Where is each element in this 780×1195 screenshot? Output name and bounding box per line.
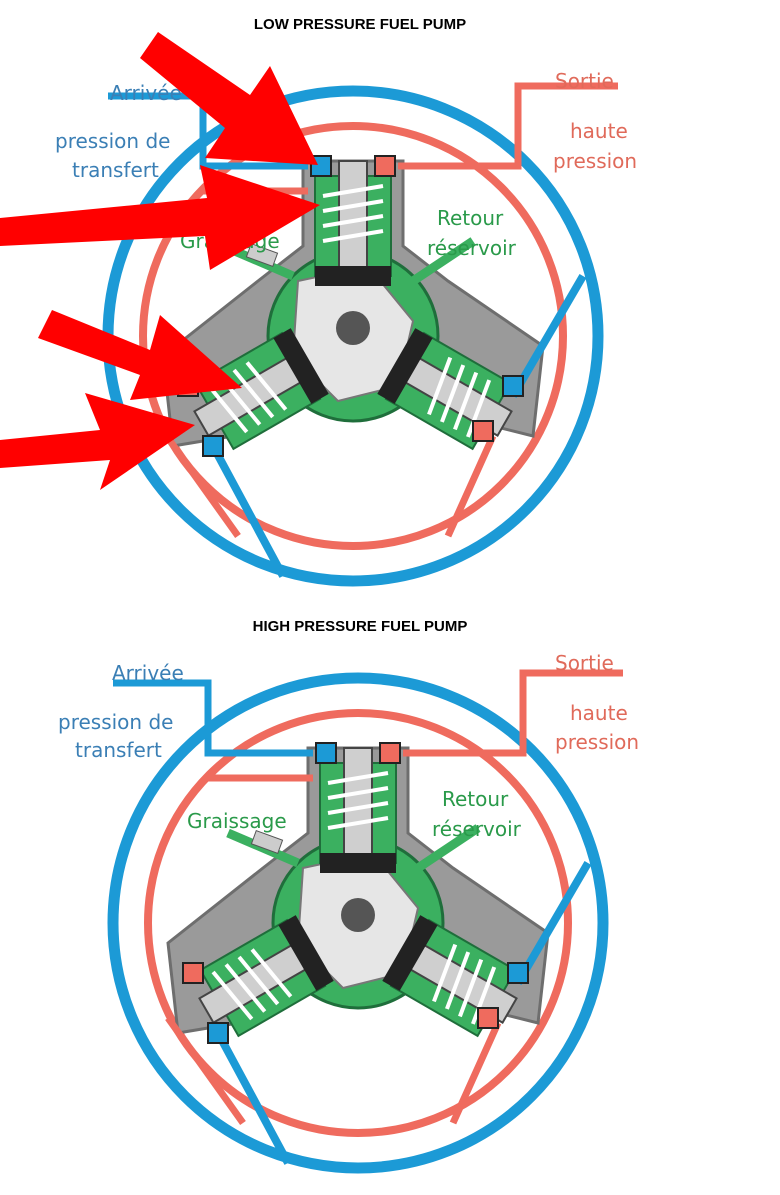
annotation-arrow-4 — [0, 393, 195, 490]
label-lube-high: Graissage — [187, 809, 287, 833]
label-outlet-high: Sortie — [555, 651, 614, 675]
low-pressure-pump — [108, 86, 618, 581]
annotation-arrows — [0, 32, 320, 490]
label-outlet-low: Sortie — [555, 69, 614, 93]
label-inlet-high: Arrivée — [112, 661, 184, 685]
label-transfer1-low: pression de — [55, 129, 170, 153]
label-high2-high: pression — [555, 730, 639, 754]
label-transfer1-high: pression de — [58, 710, 173, 734]
label-inlet-low: Arrivée — [110, 81, 182, 105]
label-high1-low: haute — [570, 119, 628, 143]
label-return1-low: Retour — [437, 206, 504, 230]
label-return2-low: réservoir — [427, 236, 517, 260]
annotation-arrow-3 — [38, 310, 242, 400]
annotation-arrow-2 — [0, 165, 320, 270]
high-pressure-pump — [113, 673, 623, 1168]
diagram-title-low: LOW PRESSURE FUEL PUMP — [253, 16, 467, 33]
annotation-arrow-1 — [140, 32, 318, 165]
label-transfer2-low: transfert — [72, 158, 159, 182]
label-high1-high: haute — [570, 701, 628, 725]
label-transfer2-high: transfert — [75, 738, 162, 762]
label-return2-high: réservoir — [432, 817, 522, 841]
diagram-title-high: HIGH PRESSURE FUEL PUMP — [252, 618, 468, 635]
label-return1-high: Retour — [442, 787, 509, 811]
label-high2-low: pression — [553, 149, 637, 173]
